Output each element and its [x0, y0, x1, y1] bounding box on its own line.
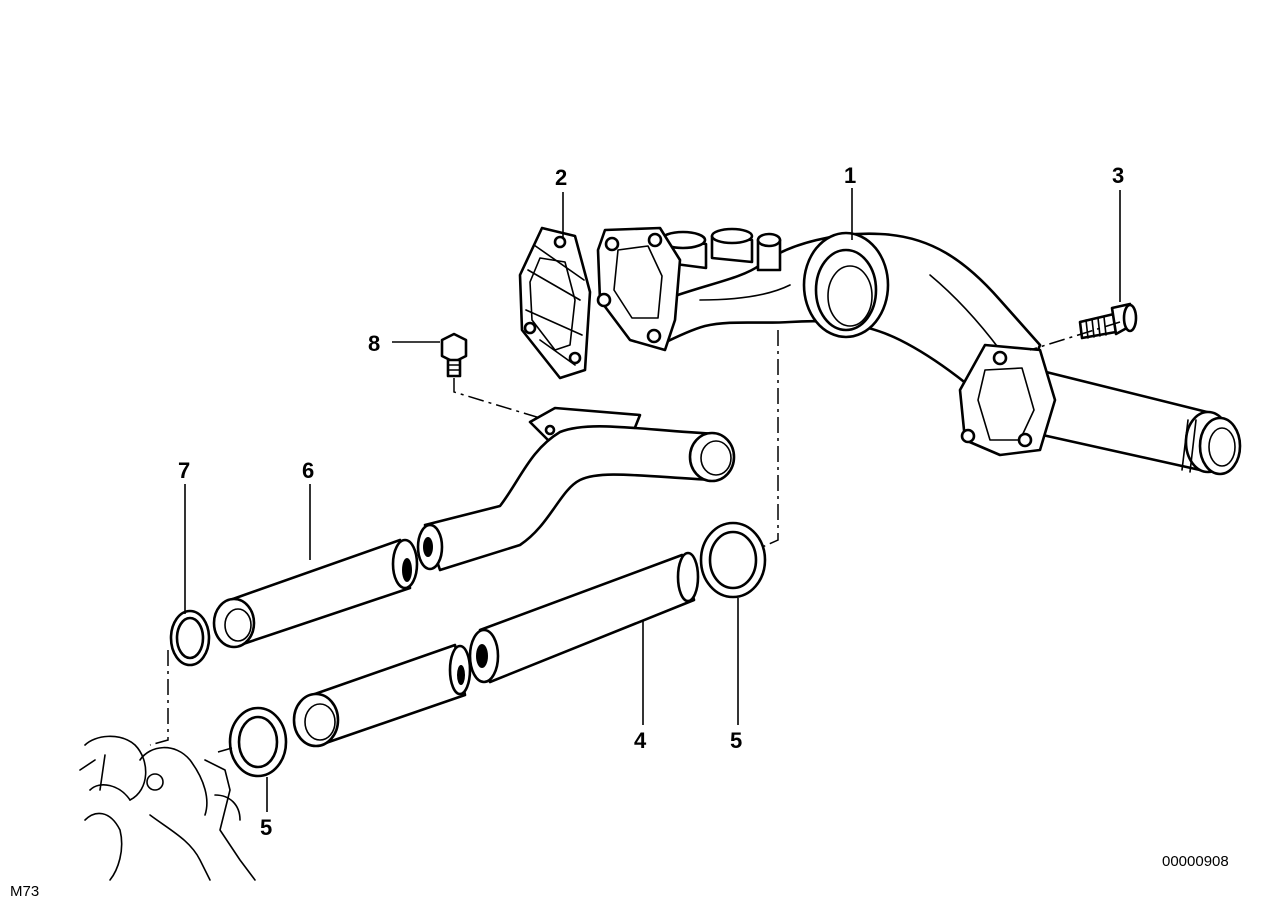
callout-7: 7 — [178, 458, 190, 483]
hose-part-6[interactable] — [212, 538, 419, 649]
manifold-pipe-part-1[interactable] — [596, 226, 1242, 476]
seal-ring-part-5-left[interactable] — [228, 706, 288, 778]
page-label: M73 — [10, 883, 39, 900]
bolt-part-8[interactable] — [440, 332, 468, 378]
callout-1: 1 — [844, 163, 856, 188]
gasket-part-2[interactable] — [518, 226, 592, 380]
engine-block-fragment — [79, 735, 256, 881]
hose-part-4[interactable] — [468, 551, 700, 684]
diagram-code: 00000908 — [1162, 853, 1229, 870]
bent-pipe[interactable] — [416, 406, 736, 572]
callout-5-right: 5 — [730, 728, 742, 753]
callout-6: 6 — [302, 458, 314, 483]
callout-3: 3 — [1112, 163, 1124, 188]
bolt-part-3[interactable] — [1078, 302, 1138, 340]
seal-ring-part-5-right[interactable] — [699, 521, 767, 599]
seal-ring-part-7[interactable] — [169, 609, 211, 667]
leader-lines — [149, 188, 1121, 812]
callout-4: 4 — [634, 728, 647, 753]
callout-8: 8 — [368, 331, 380, 356]
hose-lower[interactable] — [292, 643, 472, 748]
callout-2: 2 — [555, 165, 567, 190]
callout-5-left: 5 — [260, 815, 272, 840]
